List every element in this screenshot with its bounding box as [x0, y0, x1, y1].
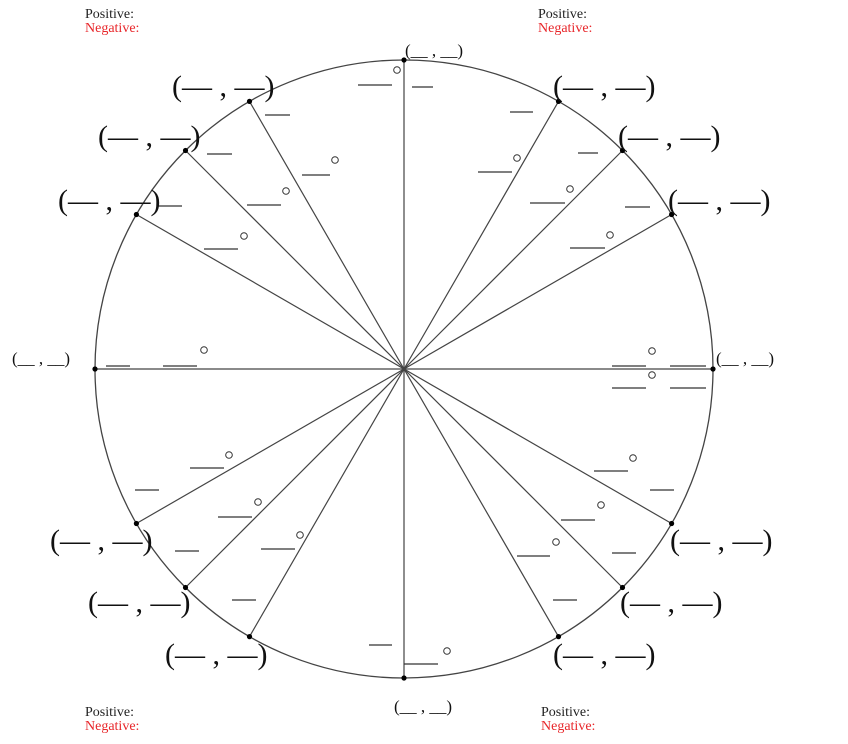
degree-symbol-icon	[648, 371, 656, 379]
point-dot-240	[246, 634, 253, 640]
point-dot-180	[92, 366, 98, 372]
coordinate-blank-315: (— , —)	[620, 586, 722, 619]
point-dot-225	[182, 584, 189, 591]
radius-line-135	[185, 150, 405, 370]
point-dot-330	[669, 520, 675, 527]
positive-label: Positive:	[85, 705, 135, 720]
point-dot-45	[619, 147, 626, 154]
coordinate-blank-270: (__ , __)	[394, 697, 452, 716]
radius-line-240	[248, 368, 405, 637]
radius-line-225	[185, 368, 405, 588]
degree-symbol-icon	[393, 66, 401, 74]
coordinate-blank-135: (— , —)	[98, 120, 200, 153]
radius-line-60	[403, 101, 560, 370]
point-dot-270	[401, 675, 407, 681]
degree-symbol-icon	[648, 347, 656, 355]
positive-label: Positive:	[541, 705, 591, 720]
point-dot-90	[401, 57, 407, 63]
quadrant-1-labels: Positive: Negative:	[538, 8, 592, 36]
coordinate-blank-225: (— , —)	[88, 586, 190, 619]
radius-line-330	[403, 368, 672, 525]
degree-symbol-icon	[552, 538, 560, 546]
point-dot-0	[710, 366, 716, 372]
degree-symbol-icon	[200, 346, 208, 354]
degree-symbol-icon	[629, 454, 637, 462]
point-dot-300	[555, 634, 562, 640]
point-dot-150	[133, 211, 139, 218]
point-dot-135	[182, 147, 189, 154]
degree-symbol-icon	[254, 498, 262, 506]
quadrant-4-labels: Positive: Negative:	[541, 706, 595, 734]
coordinate-blank-210: (— , —)	[50, 524, 152, 557]
degree-symbol-icon	[597, 501, 605, 509]
coordinate-blank-45: (— , —)	[618, 120, 720, 153]
radius-line-45	[403, 150, 623, 370]
radius-line-150	[136, 213, 405, 370]
negative-label: Negative:	[85, 21, 140, 36]
point-dot-30	[669, 211, 675, 218]
degree-symbol-icon	[443, 647, 451, 655]
coordinate-blank-120: (— , —)	[172, 70, 274, 103]
positive-label: Positive:	[85, 7, 135, 22]
degree-symbol-icon	[282, 187, 290, 195]
point-dot-315	[619, 584, 626, 591]
degree-symbol-icon	[296, 531, 304, 539]
degree-symbol-icon	[331, 156, 339, 164]
degree-symbol-icon	[606, 231, 614, 239]
coordinate-blank-0: (__ , __)	[716, 349, 774, 368]
degree-symbol-icon	[240, 232, 248, 240]
coordinate-blank-180: (__ , __)	[12, 349, 70, 368]
positive-label: Positive:	[538, 7, 588, 22]
coordinate-blank-330: (— , —)	[670, 524, 772, 557]
coordinate-blank-30: (— , —)	[668, 184, 770, 217]
radius-line-210	[136, 368, 405, 525]
degree-symbol-icon	[225, 451, 233, 459]
negative-label: Negative:	[538, 21, 593, 36]
point-dot-60	[555, 98, 562, 104]
degree-symbol-icon	[566, 185, 574, 193]
point-dot-120	[246, 98, 253, 104]
radius-line-315	[403, 368, 623, 588]
coordinate-blank-60: (— , —)	[553, 70, 655, 103]
radius-line-30	[403, 213, 672, 370]
coordinate-blank-150: (— , —)	[58, 184, 160, 217]
quadrant-3-labels: Positive: Negative:	[85, 706, 139, 734]
degree-symbol-icon	[513, 154, 521, 162]
radius-line-300	[403, 368, 560, 637]
negative-label: Negative:	[85, 719, 140, 734]
quadrant-2-labels: Positive: Negative:	[85, 8, 139, 36]
point-dot-210	[133, 520, 139, 527]
coordinate-blank-300: (— , —)	[553, 638, 655, 671]
coordinate-blank-240: (— , —)	[165, 638, 267, 671]
negative-label: Negative:	[541, 719, 596, 734]
coordinate-blank-90: (__ , __)	[405, 41, 463, 60]
radius-line-120	[248, 101, 405, 370]
